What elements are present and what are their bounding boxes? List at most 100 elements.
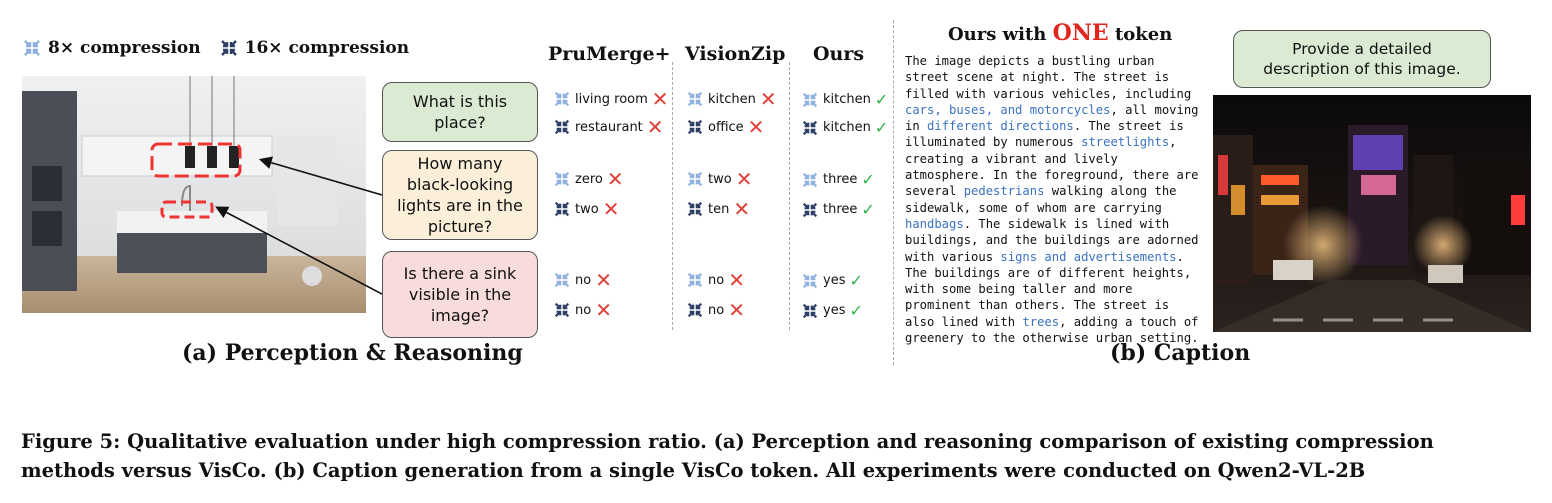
legend-label-16x: 16× compression <box>244 38 410 58</box>
answer-text: kitchen <box>708 91 756 107</box>
answer-text: yes <box>823 303 846 318</box>
title-suffix: token <box>1108 24 1173 45</box>
compress-8x-icon <box>24 40 40 56</box>
cross-icon: ✕ <box>735 167 753 191</box>
caption-segment: walking along the sidewalk, some of whom… <box>905 184 1177 215</box>
generated-caption: The image depicts a bustling urban stree… <box>905 53 1202 346</box>
cross-icon: ✕ <box>728 298 745 322</box>
prompt-box: Provide a detailed description of this i… <box>1233 30 1491 88</box>
answer-prumerge: restaurant✕ <box>553 115 664 139</box>
answer-ours: kitchen✓ <box>801 118 888 137</box>
compress-8x-icon <box>802 172 818 187</box>
panel-b-subtitle: (b) Caption <box>1110 340 1251 366</box>
caption-segment: , all moving in <box>905 102 1199 134</box>
title-highlight: ONE <box>1052 20 1109 46</box>
compress-16x-icon <box>554 201 570 217</box>
answer-text: ten <box>708 201 730 217</box>
cross-icon: ✕ <box>606 167 624 191</box>
caption-highlight: trees <box>1022 314 1060 329</box>
compress-16x-icon <box>687 119 703 135</box>
answer-visionzip: no✕ <box>686 298 745 322</box>
column-separator <box>672 62 673 330</box>
caption-panel-title: Ours with ONE token <box>948 20 1172 46</box>
caption-segment: . The street is illuminated by numerous <box>905 119 1184 150</box>
caption-highlight: handbags <box>905 216 964 231</box>
question-text: How many black-looking lights are in the… <box>397 154 523 236</box>
answer-text: yes <box>823 273 846 288</box>
compress-16x-icon <box>802 303 818 318</box>
answer-visionzip: ten✕ <box>686 197 751 221</box>
kitchen-image <box>22 76 366 313</box>
cross-icon: ✕ <box>651 87 669 111</box>
compress-8x-icon <box>554 272 570 288</box>
answer-prumerge: zero✕ <box>553 167 624 191</box>
column-separator <box>789 62 790 330</box>
cross-icon: ✕ <box>747 115 765 139</box>
question-box-lights: How many black-looking lights are in the… <box>382 150 538 240</box>
compress-16x-icon <box>802 120 818 135</box>
check-icon: ✓ <box>861 170 875 189</box>
answer-visionzip: two✕ <box>686 167 753 191</box>
answer-ours: yes✓ <box>801 271 863 290</box>
answer-ours: kitchen✓ <box>801 90 888 109</box>
answer-text: three <box>823 202 858 217</box>
caption-segment: , adding a touch of greenery to the othe… <box>905 314 1199 346</box>
cross-icon: ✕ <box>646 115 664 139</box>
check-icon: ✓ <box>849 271 863 290</box>
answer-ours: three✓ <box>801 200 875 219</box>
figure-caption-line-1: Figure 5: Qualitative evaluation under h… <box>21 430 1434 453</box>
night-street-image <box>1213 95 1531 332</box>
check-icon: ✓ <box>849 301 863 320</box>
title-prefix: Ours with <box>948 24 1053 45</box>
column-header-ours: Ours <box>813 43 865 65</box>
answer-text: restaurant <box>575 119 643 135</box>
answer-text: no <box>575 272 592 288</box>
cross-icon: ✕ <box>759 87 777 111</box>
compress-16x-icon <box>554 302 570 318</box>
figure-caption-line-2: methods versus VisCo. (b) Caption genera… <box>21 459 1366 482</box>
figure-caption: Figure 5: Qualitative evaluation under h… <box>21 427 1551 485</box>
question-text: What is this place? <box>412 92 508 132</box>
question-box-sink: Is there a sink visible in the image? <box>382 251 538 338</box>
caption-segment: , creating a vibrant and lively atmosphe… <box>905 135 1199 199</box>
compress-8x-icon <box>802 92 818 107</box>
answer-text: three <box>823 172 858 187</box>
compress-16x-icon <box>220 40 237 56</box>
question-text: Is there a sink visible in the image? <box>403 264 517 325</box>
compress-16x-icon <box>554 119 570 135</box>
cross-icon: ✕ <box>733 197 751 221</box>
answer-text: two <box>708 171 732 187</box>
compress-8x-icon <box>554 91 570 107</box>
answer-ours: three✓ <box>801 170 875 189</box>
check-icon: ✓ <box>874 118 889 137</box>
compress-8x-icon <box>687 272 703 288</box>
legend-label-8x: 8× compression <box>48 38 201 58</box>
compression-legend: 8× compression 16× compression <box>22 38 409 58</box>
answer-ours: yes✓ <box>801 301 863 320</box>
compress-8x-icon <box>687 91 703 107</box>
answer-visionzip: no✕ <box>686 270 745 290</box>
answer-text: kitchen <box>823 92 871 107</box>
compress-16x-icon <box>802 202 818 217</box>
answer-text: no <box>708 272 725 288</box>
caption-segment: . The sidewalk is lined with buildings, … <box>905 216 1199 264</box>
column-header-visionzip: VisionZip <box>685 43 786 65</box>
answer-prumerge: living room✕ <box>553 87 669 111</box>
compress-8x-icon <box>687 171 703 187</box>
answer-prumerge: no✕ <box>553 268 612 292</box>
caption-highlight: signs and advertisements <box>1000 249 1177 264</box>
answer-text: zero <box>575 171 603 187</box>
caption-highlight: pedestrians <box>963 184 1045 199</box>
check-icon: ✓ <box>874 90 889 109</box>
compress-16x-icon <box>687 302 703 318</box>
answer-text: no <box>708 302 725 318</box>
compress-16x-icon <box>687 201 703 217</box>
answer-text: living room <box>575 91 648 107</box>
cross-icon: ✕ <box>595 268 612 292</box>
caption-segment: . The buildings are of different heights… <box>905 249 1192 329</box>
answer-visionzip: office✕ <box>686 115 765 139</box>
answer-prumerge: no✕ <box>553 298 612 322</box>
cross-icon: ✕ <box>595 298 612 322</box>
compress-8x-icon <box>554 171 570 187</box>
answer-text: two <box>575 201 599 217</box>
